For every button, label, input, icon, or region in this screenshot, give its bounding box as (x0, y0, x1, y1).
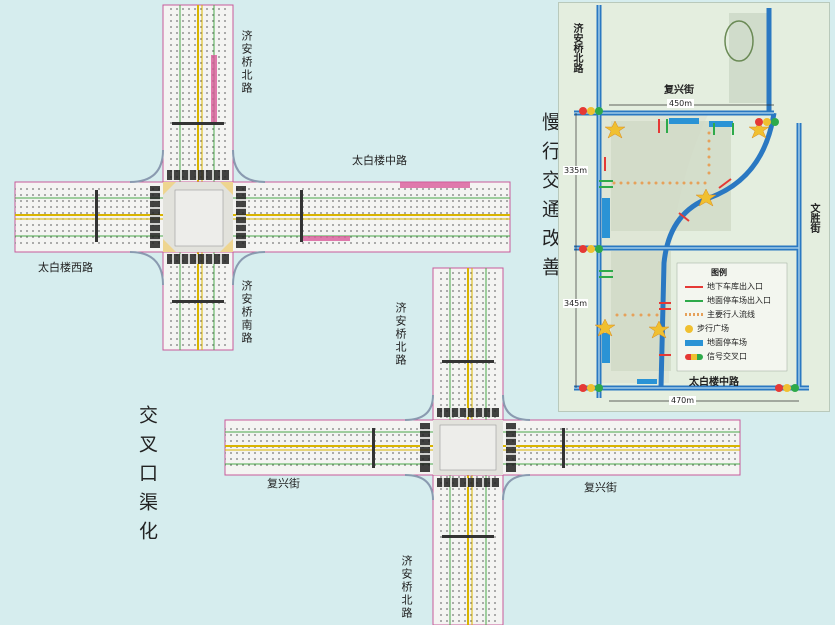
slow-traffic-map: 济安桥北路 复兴街 文胜街 太白楼中路 450m 470m 335m 345m … (558, 2, 830, 412)
legend-list: 地下车库出入口地面停车场出入口主要行人流线步行广场地面停车场信号交叉口 (685, 281, 785, 369)
i2-east-road-label: 复兴街 (584, 481, 617, 494)
map-label-wensheng: 文胜街 (808, 203, 819, 233)
intersection1-horizontal-road (14, 181, 511, 253)
legend-item-label: 地面停车场 (707, 338, 747, 347)
legend-title: 图例 (711, 268, 727, 277)
legend-item: 主要行人流线 (685, 309, 755, 320)
slow-traffic-title: 慢行交通改善 (539, 112, 561, 286)
legend-item-label: 信号交叉口 (707, 352, 747, 361)
legend-swatch-icon (685, 299, 703, 302)
legend-item: 地面停车场 (685, 337, 747, 348)
legend-swatch-icon (685, 339, 703, 346)
legend-swatch-icon (685, 313, 703, 316)
map-label-taibailou: 太白楼中路 (689, 377, 739, 388)
i1-north-road-label: 济安桥北路 (240, 30, 253, 95)
intersection2-center (420, 408, 516, 487)
legend-item: 信号交叉口 (685, 351, 747, 362)
legend-item-label: 主要行人流线 (707, 310, 755, 319)
legend-item-label: 地下车库出入口 (707, 282, 763, 291)
legend-item: 地下车库出入口 (685, 281, 763, 292)
legend-swatch-icon (685, 324, 693, 333)
map-label-jianqiao: 济安桥北路 (571, 23, 582, 73)
map-dim-top: 450m (667, 99, 695, 108)
i1-west-road-label: 太白楼西路 (38, 261, 93, 274)
intersection1-curbs (129, 149, 266, 286)
intersection1-lane-marks (95, 122, 303, 303)
intersection2-curbs (404, 394, 531, 501)
legend-item-label: 地面停车场出入口 (707, 296, 771, 305)
intersection2-lane-marks (372, 360, 565, 538)
legend-item: 地面停车场出入口 (685, 295, 771, 306)
intersection1-center (150, 170, 246, 264)
legend-swatch-icon (685, 353, 703, 360)
i1-south-road-label: 济安桥南路 (240, 280, 253, 345)
legend-item-label: 步行广场 (697, 324, 729, 333)
map-dim-bottom: 470m (669, 396, 697, 405)
map-dim-left-upper: 335m (563, 166, 589, 175)
map-dim-left-lower: 345m (563, 299, 589, 308)
i2-west-road-label: 复兴街 (267, 477, 300, 490)
i2-south-road-label: 济安桥北路 (400, 555, 413, 620)
legend-swatch-icon (685, 285, 703, 288)
legend-item: 步行广场 (685, 323, 729, 334)
map-label-fuxing: 复兴街 (664, 85, 694, 96)
i1-east-road-label: 太白楼中路 (352, 154, 407, 167)
channelization-title: 交叉口渠化 (136, 405, 158, 550)
i2-north-road-label: 济安桥北路 (394, 302, 407, 367)
